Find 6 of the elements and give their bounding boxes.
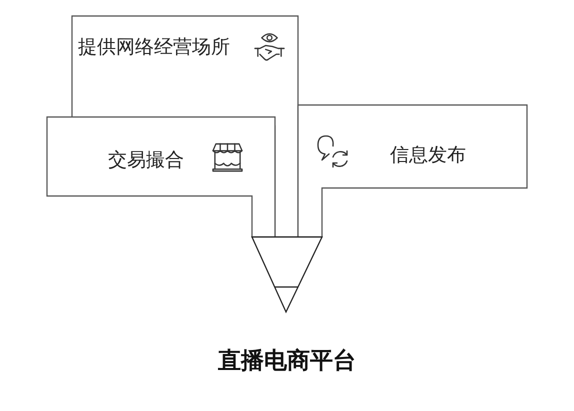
function-label: 信息发布 <box>390 144 466 168</box>
function-panel <box>298 105 527 237</box>
function-panel <box>47 117 275 237</box>
diagram-title: 直播电商平台 <box>218 346 356 374</box>
function-label: 交易撮合 <box>108 149 184 173</box>
function-label: 提供网络经营场所 <box>78 36 230 60</box>
